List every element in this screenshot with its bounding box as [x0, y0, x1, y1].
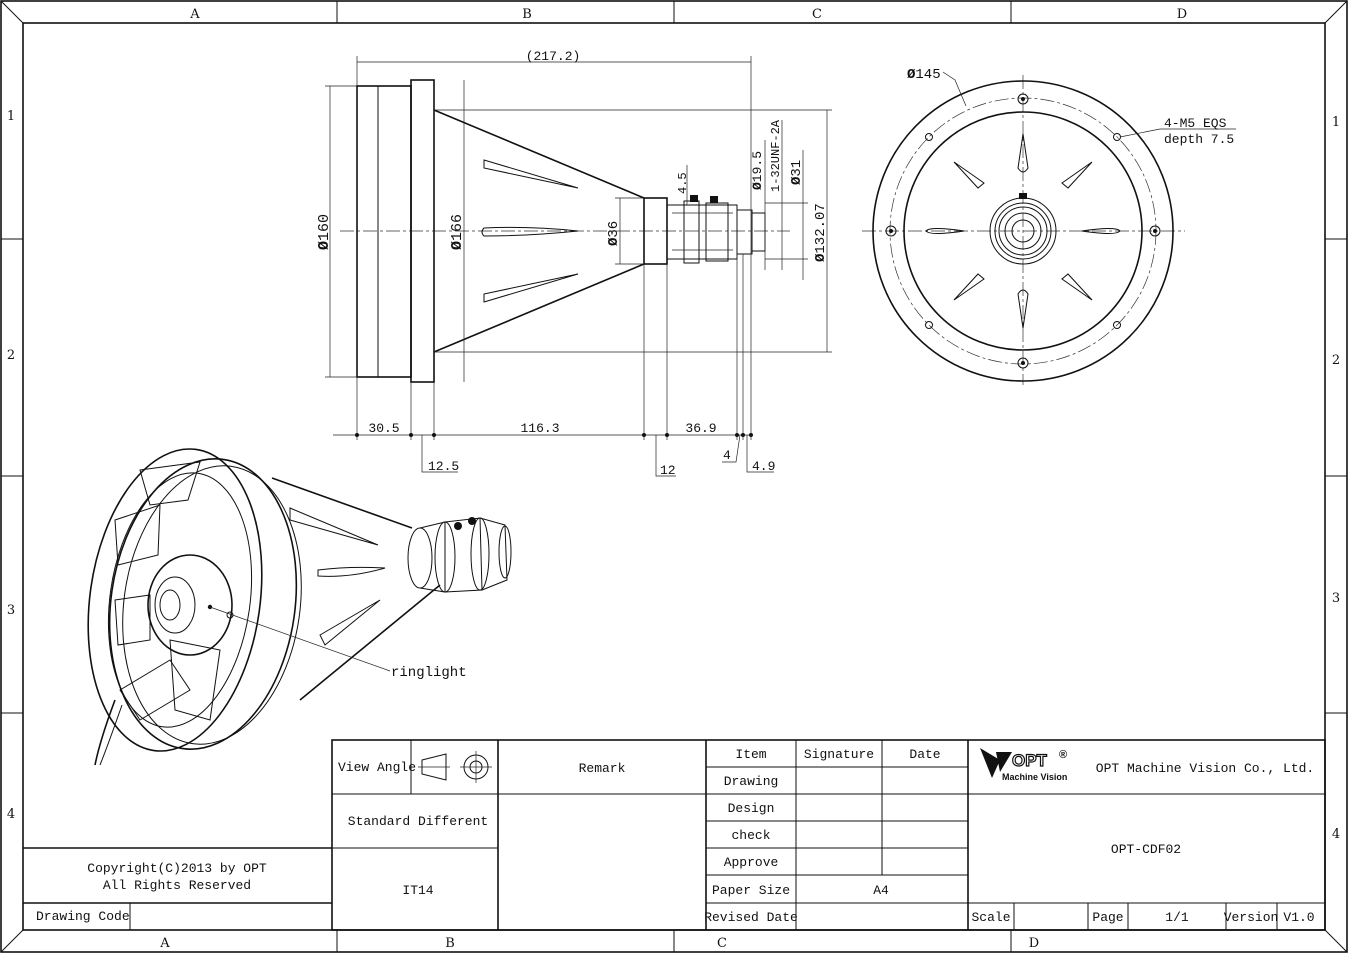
drawing-label: Drawing	[724, 774, 779, 789]
company-name: OPT Machine Vision Co., Ltd.	[1096, 761, 1314, 776]
dim-dia-166: Ø166	[449, 214, 466, 250]
dim-116-3: 116.3	[520, 421, 559, 436]
drawing-code-label: Drawing Code	[36, 909, 130, 924]
check-label: check	[731, 828, 770, 843]
zone-bottom-b: B	[445, 936, 455, 951]
projection-symbol-icon	[418, 751, 492, 783]
logo-text: OPT	[1012, 751, 1048, 770]
zone-bottom-c: C	[717, 936, 727, 951]
zone-labels: A B C D A B C D 1 2 3 4 1 2 3 4	[7, 7, 1340, 951]
page-label: Page	[1092, 910, 1123, 925]
dim-dia-145: Ø145	[907, 67, 941, 83]
dim-overall-length: (217.2)	[526, 49, 581, 64]
dim-4: 4	[723, 448, 731, 463]
zone-bottom-a: A	[159, 936, 170, 951]
paper-size-label: Paper Size	[712, 883, 790, 898]
scale-label: Scale	[971, 910, 1010, 925]
dim-4-5: 4.5	[676, 172, 690, 194]
version-label: Version	[1224, 910, 1279, 925]
zone-left-4: 4	[7, 807, 15, 822]
title-block: Copyright(C)2013 by OPT All Rights Reser…	[23, 739, 1326, 931]
tolerance-value: IT14	[402, 883, 433, 898]
zone-top-d: D	[1177, 7, 1187, 22]
zone-left-1: 1	[7, 109, 15, 124]
date-label: Date	[909, 747, 940, 762]
dim-36-9: 36.9	[685, 421, 716, 436]
dim-dia-31: Ø31	[789, 160, 805, 185]
design-label: Design	[728, 801, 775, 816]
page-value: 1/1	[1165, 910, 1189, 925]
logo-subtitle: Machine Vision	[1002, 772, 1067, 782]
dim-dia-36: Ø36	[606, 221, 622, 246]
dim-dia-160: Ø160	[316, 214, 333, 250]
signature-label: Signature	[804, 747, 874, 762]
dim-thread: 1-32UNF-2A	[769, 119, 783, 192]
paper-size-value: A4	[873, 883, 889, 898]
copyright-line-2: All Rights Reserved	[103, 878, 251, 893]
dim-30-5: 30.5	[368, 421, 399, 436]
zone-left-2: 2	[7, 348, 15, 363]
item-label: Item	[735, 747, 766, 762]
logo-registered: ®	[1059, 749, 1067, 761]
hole-note-line-2: depth 7.5	[1164, 132, 1234, 147]
dim-12: 12	[660, 463, 676, 478]
zone-right-1: 1	[1332, 115, 1340, 130]
dim-dia-132: Ø132.07	[813, 203, 829, 262]
hole-note-line-1: 4-M5 EQS	[1164, 116, 1227, 131]
dim-dia-19-5: Ø19.5	[750, 151, 765, 190]
front-slots	[925, 133, 1121, 329]
copyright-line-1: Copyright(C)2013 by OPT	[87, 861, 267, 876]
side-view: (217.2) Ø160 Ø166 Ø36 4.5 Ø19.5 1-32UNF-…	[316, 49, 832, 478]
front-view: Ø145 4-M5 EQS depth 7.5	[862, 67, 1236, 385]
zone-right-2: 2	[1332, 353, 1340, 368]
iso-view: ringlight	[87, 448, 512, 766]
approve-label: Approve	[724, 855, 779, 870]
zone-right-4: 4	[1332, 827, 1340, 842]
zone-right-3: 3	[1332, 591, 1340, 606]
zone-top-b: B	[522, 7, 532, 22]
ringlight-callout: ringlight	[391, 665, 467, 681]
view-angle-label: View Angle	[338, 760, 416, 775]
zone-top-a: A	[189, 7, 200, 22]
zone-bottom-d: D	[1029, 936, 1039, 951]
revised-date-label: Revised Date	[704, 910, 798, 925]
dim-4-9: 4.9	[752, 459, 775, 474]
opt-logo: OPT ® Machine Vision	[980, 748, 1067, 782]
standard-label: Standard Different	[348, 814, 488, 829]
version-value: V1.0	[1283, 910, 1314, 925]
dim-12-5: 12.5	[428, 459, 459, 474]
mount-holes	[885, 93, 1161, 369]
zone-top-c: C	[812, 7, 822, 22]
remark-label: Remark	[579, 761, 626, 776]
zone-left-3: 3	[7, 603, 15, 618]
part-number: OPT-CDF02	[1111, 842, 1181, 857]
